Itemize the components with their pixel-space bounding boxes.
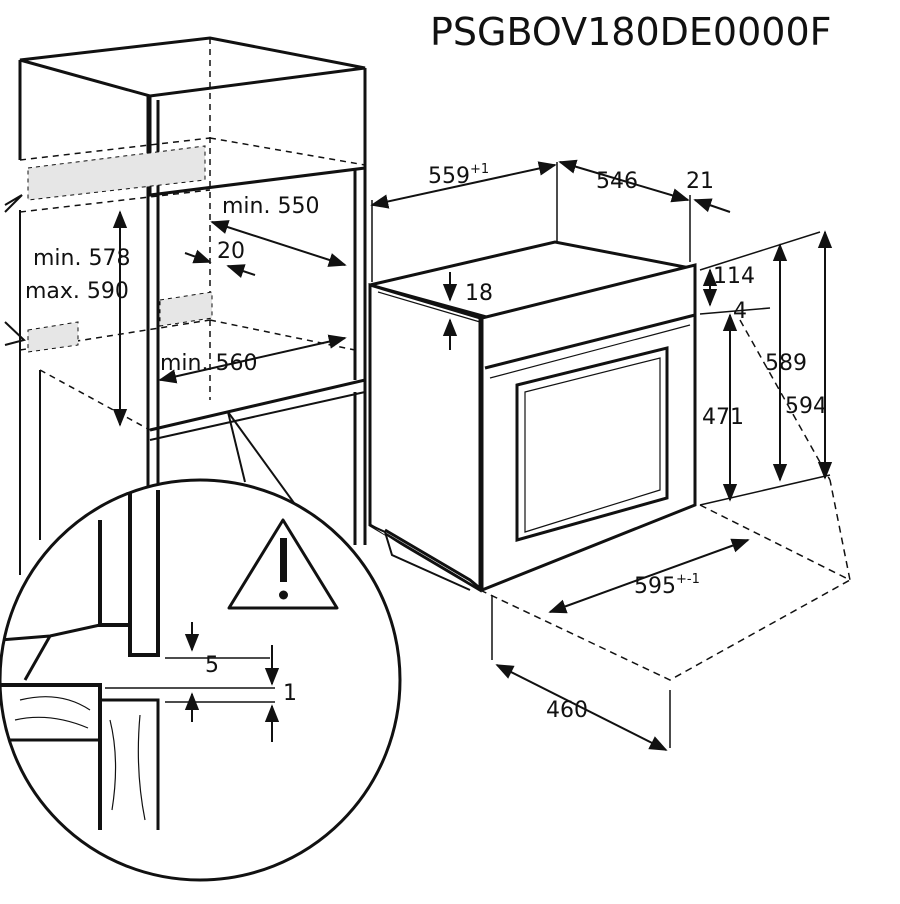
dim-line-546 <box>558 159 690 203</box>
label-114: 114 <box>713 264 755 289</box>
label-594: 594 <box>785 394 827 419</box>
cabinet-hidden-lines <box>19 38 366 431</box>
dim-line-460 <box>495 664 668 751</box>
label-471: 471 <box>702 405 744 430</box>
label-21: 21 <box>686 169 714 194</box>
vent-arrow-upper <box>4 194 23 213</box>
label-595: 595+-1 <box>634 572 700 599</box>
label-460: 460 <box>546 698 588 723</box>
cabinet-openings <box>27 145 213 353</box>
label-20: 20 <box>217 239 245 264</box>
label-18: 18 <box>465 281 493 306</box>
dim-line-559 <box>370 161 557 209</box>
model-title: PSGBOV180DE0000F <box>430 10 832 54</box>
label-min-560: min. 560 <box>160 351 257 376</box>
warning-triangle-icon <box>227 518 339 610</box>
label-1: 1 <box>283 681 297 706</box>
oven <box>368 240 697 593</box>
label-589: 589 <box>765 351 807 376</box>
oven-hidden-lines <box>479 319 852 681</box>
dim-line-560 <box>158 334 347 384</box>
dim-line-550 <box>210 220 347 267</box>
label-min-578: min. 578 <box>33 246 130 271</box>
label-max-590: max. 590 <box>25 279 129 304</box>
label-546: 546 <box>596 169 638 194</box>
dim-arrow-20-a <box>184 249 212 264</box>
detail-circle <box>0 478 402 882</box>
label-min-550: min. 550 <box>222 194 319 219</box>
label-5: 5 <box>205 653 219 678</box>
label-4: 4 <box>733 299 747 324</box>
dim-line-595 <box>548 538 750 614</box>
detail-section <box>0 490 275 830</box>
vent-arrow-lower <box>4 321 26 346</box>
dim-arrow-20-b <box>226 264 256 278</box>
dim-arrow-21 <box>693 198 731 213</box>
label-559: 559+1 <box>428 162 489 189</box>
